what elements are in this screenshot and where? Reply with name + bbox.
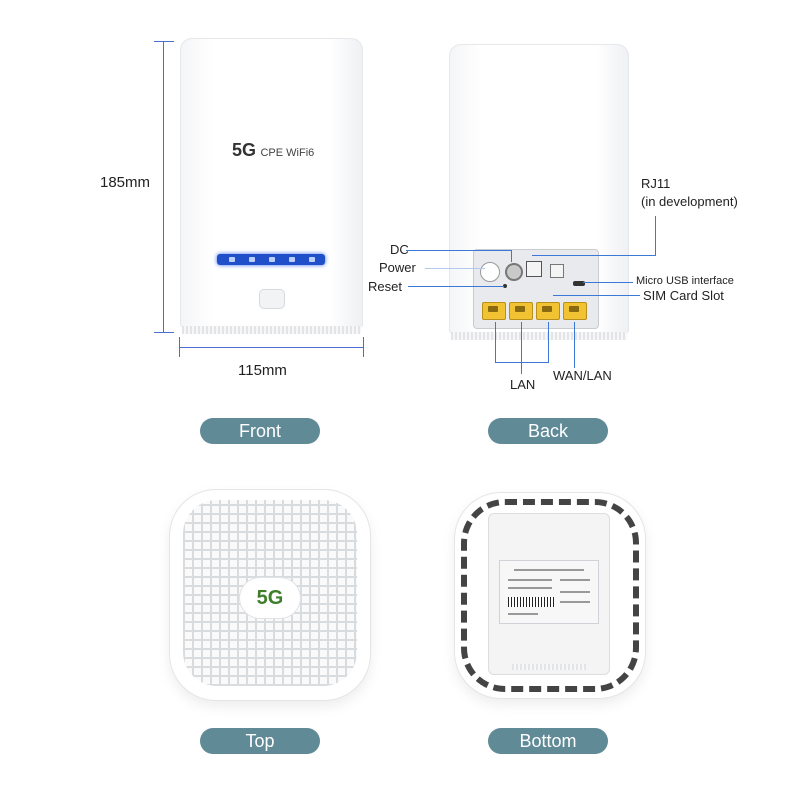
sticker-text-line [508, 613, 538, 615]
sticker-text-line [560, 579, 590, 581]
width-dimension-cap-right [363, 337, 364, 357]
rj11-port[interactable] [526, 261, 542, 277]
rj11-callout-line-h [532, 255, 656, 256]
dc-jack[interactable] [505, 263, 523, 281]
signal-led-icon [309, 257, 315, 262]
back-view-label: Back [488, 418, 608, 444]
dc-callout-line [406, 250, 512, 251]
lan-callout-line-v3 [548, 322, 549, 363]
lan-port-2[interactable] [509, 302, 533, 320]
sticker-text-line [560, 591, 590, 593]
reset-label: Reset [368, 279, 402, 294]
width-dimension-line [179, 347, 364, 348]
reset-callout-line [408, 286, 504, 287]
led-indicator-bar [217, 254, 325, 265]
lan-callout-line-v1 [495, 322, 496, 363]
rj11-note-label: (in development) [641, 194, 738, 209]
front-brand-logo: 5G CPE WiFi6 [232, 140, 314, 161]
top-view-label: Top [200, 728, 320, 754]
4g-led-icon [269, 257, 275, 262]
front-view-label: Front [200, 418, 320, 444]
power-button[interactable] [480, 262, 500, 282]
dc-label: DC [390, 242, 409, 257]
micro-usb-callout-line [583, 282, 633, 283]
lan-port-3[interactable] [536, 302, 560, 320]
height-dimension-line [163, 41, 164, 333]
sticker-barcode [508, 597, 554, 607]
back-port-panel [473, 249, 599, 329]
5g-led-icon [289, 257, 295, 262]
bottom-view-label: Bottom [488, 728, 608, 754]
brand-5g-mark: 5G [232, 140, 257, 160]
sticker-text-line [508, 587, 552, 589]
lan-label: LAN [510, 377, 536, 392]
front-device-body: 5G CPE WiFi6 [180, 38, 363, 328]
micro-usb-label: Micro USB interface [636, 275, 734, 287]
lan-callout-line-h [495, 362, 549, 363]
bottom-product-sticker [499, 560, 599, 624]
micro-usb-port[interactable] [573, 281, 585, 286]
wan-lan-port[interactable] [563, 302, 587, 320]
height-dimension-cap-top [154, 41, 174, 42]
sim-card-slot-label: SIM Card Slot [643, 288, 724, 303]
width-dimension-cap-left [179, 337, 180, 357]
wan-callout-line [574, 322, 575, 368]
reset-pinhole[interactable] [503, 284, 507, 288]
power-led-icon [229, 257, 235, 262]
brand-text: CPE WiFi6 [260, 147, 315, 159]
top-5g-logo: 5G [240, 578, 300, 618]
bottom-rear-vent [512, 664, 586, 670]
rj11-label: RJ11 [641, 176, 671, 191]
power-label: Power [379, 260, 416, 275]
power-callout-line [425, 268, 485, 269]
sticker-text-line [514, 569, 584, 571]
sticker-text-line [508, 579, 552, 581]
lan-callout-line-v2 [521, 322, 522, 374]
dc-callout-line-v [511, 250, 512, 262]
lan-port-1[interactable] [482, 302, 506, 320]
wifi-led-icon [249, 257, 255, 262]
front-base-vent [182, 326, 361, 334]
sticker-text-line [560, 601, 590, 603]
front-wps-button[interactable] [259, 289, 285, 309]
height-dimension-label: 185mm [100, 174, 151, 191]
bottom-ventilation-holes [461, 499, 639, 692]
sim-card-slot[interactable] [550, 264, 564, 278]
width-dimension-label: 115mm [238, 362, 287, 379]
wan-lan-label: WAN/LAN [553, 368, 612, 383]
height-dimension-cap-bottom [154, 332, 174, 333]
back-base-vent [451, 332, 627, 340]
rj11-callout-line-v [655, 216, 656, 256]
sim-callout-line [553, 295, 640, 296]
